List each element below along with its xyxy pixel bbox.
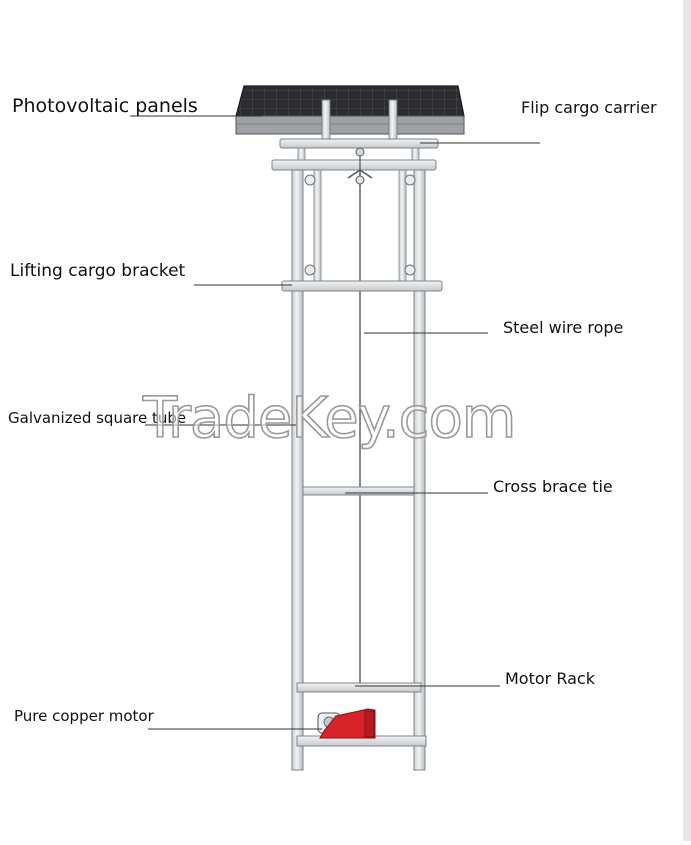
left-upright — [291, 169, 304, 771]
label-steel-wire-rope: Steel wire rope — [503, 318, 624, 337]
label-lifting-cargo-bracket: Lifting cargo bracket — [10, 261, 186, 281]
lifting-cargo-bracket-bar — [281, 280, 443, 292]
photovoltaic-panel-drawing — [235, 85, 465, 147]
label-cross-brace-tie: Cross brace tie — [493, 477, 613, 496]
motor-rack-bar — [296, 682, 422, 693]
label-flip-cargo-carrier: Flip cargo carrier — [521, 98, 657, 117]
watermark-text: TradeKey.com — [142, 385, 517, 452]
cross-brace-tie-bar — [302, 486, 415, 496]
flip-cargo-carrier-drawing — [271, 138, 439, 185]
right-edge-bar — [683, 0, 691, 841]
label-pure-copper-motor: Pure copper motor — [14, 707, 154, 725]
guide-rollers — [304, 174, 416, 276]
label-galvanized-square-tube: Galvanized square tube — [8, 409, 187, 427]
right-upright — [413, 169, 426, 771]
leader-lines — [130, 115, 540, 730]
pure-copper-motor-drawing — [317, 708, 376, 739]
label-motor-rack: Motor Rack — [505, 669, 595, 688]
label-photovoltaic-panels: Photovoltaic panels — [12, 95, 198, 117]
